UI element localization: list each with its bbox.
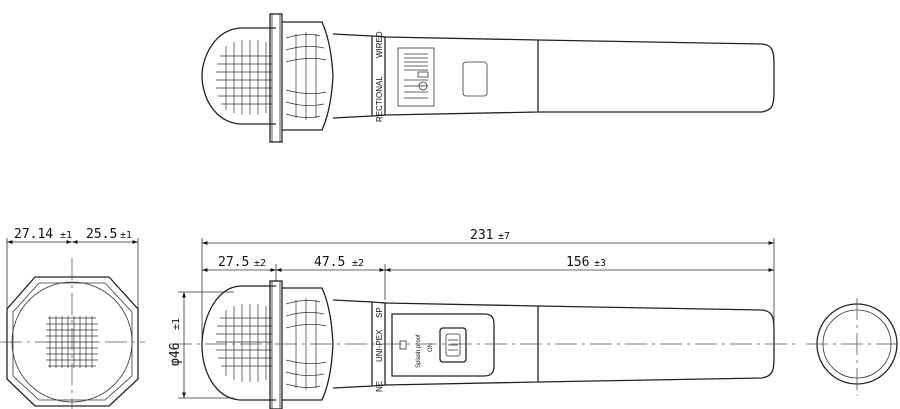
dim-handle-tol: ±3 bbox=[594, 258, 606, 269]
directional-label: RECTIONAL bbox=[375, 76, 384, 122]
front-grille-view: 27.14 ±1 25.5 ±1 bbox=[0, 227, 145, 409]
top-clamp-ring bbox=[269, 13, 283, 143]
bottom-side-view: UNI-PEX SP NE Splash proof ON 231 ±7 27.… bbox=[168, 228, 800, 409]
top-side-view: RECTIONAL WIRED bbox=[201, 13, 775, 143]
indicator-led bbox=[399, 340, 407, 350]
top-grille-mesh bbox=[216, 40, 272, 115]
dim-overall-value: 231 bbox=[470, 228, 493, 243]
dim-diameter-tol: ±1 bbox=[171, 318, 182, 330]
dim-neck-tol: ±2 bbox=[352, 258, 364, 269]
switch-plate bbox=[391, 313, 495, 377]
cut-label: NE bbox=[375, 381, 384, 392]
dim-overall-tol: ±7 bbox=[498, 231, 510, 242]
rear-end-view bbox=[806, 298, 900, 396]
wired-label: WIRED bbox=[375, 31, 384, 58]
dim-neck-value: 47.5 bbox=[314, 255, 345, 270]
dim-front-left-value: 27.14 bbox=[14, 227, 53, 242]
power-switch[interactable] bbox=[439, 327, 467, 363]
splash-proof-label: Splash proof bbox=[416, 334, 422, 368]
dim-diameter-value: φ46 bbox=[168, 343, 183, 366]
nameplate bbox=[397, 47, 435, 107]
dim-front-right-value: 25.5 bbox=[86, 227, 117, 242]
dim-front-left-tol: ±1 bbox=[60, 230, 72, 241]
dim-handle-value: 156 bbox=[566, 255, 589, 270]
dim-head-tol: ±2 bbox=[254, 258, 266, 269]
dim-front-right-tol: ±1 bbox=[120, 230, 132, 241]
model-label-sp: SP bbox=[375, 307, 384, 318]
top-collar-mesh bbox=[285, 32, 327, 120]
model-label: UNI-PEX bbox=[375, 329, 384, 362]
bottom-collar-mesh bbox=[285, 298, 327, 390]
bottom-grille-mesh bbox=[216, 304, 272, 382]
switch-window bbox=[462, 61, 488, 97]
dim-head-value: 27.5 bbox=[218, 255, 249, 270]
switch-on-label: ON bbox=[428, 343, 434, 352]
nameplate-text-lines bbox=[404, 53, 429, 99]
